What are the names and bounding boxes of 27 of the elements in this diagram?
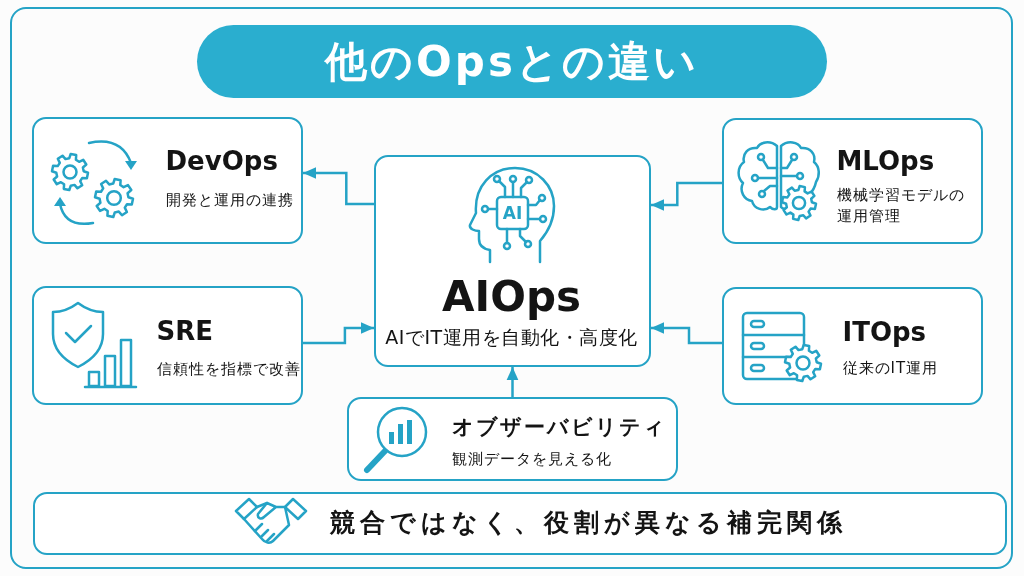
card-title: MLOps — [836, 145, 935, 178]
card-description: 機械学習モデルの運用管理 — [836, 184, 966, 227]
card-description: 従来のIT運用 — [842, 358, 939, 377]
arrow — [651, 181, 722, 211]
arrow — [506, 367, 519, 397]
card-title: ITOps — [842, 316, 927, 349]
card — [347, 397, 678, 481]
card-title: AIOps — [442, 271, 581, 322]
arrow — [303, 322, 374, 345]
card — [32, 117, 303, 244]
chip-label: AI — [502, 202, 523, 224]
banner — [33, 492, 1007, 555]
card — [722, 287, 983, 405]
card-title: DevOps — [165, 145, 278, 178]
card-title: SRE — [156, 315, 213, 348]
card — [374, 155, 651, 367]
card-description: 開発と運用の連携 — [165, 190, 294, 209]
card-description: 信頼性を指標で改善 — [156, 359, 301, 378]
card — [32, 286, 303, 405]
arrow — [303, 167, 374, 206]
card-description: AIでIT運用を自動化・高度化 — [385, 325, 638, 348]
arrow — [651, 322, 722, 345]
title-banner: 他のOpsとの違い — [197, 25, 827, 98]
card-title: オブザーバビリティ — [451, 414, 667, 441]
banner-text: 競合ではなく、役割が異なる補完関係 — [329, 507, 847, 538]
card-description: 観測データを見える化 — [451, 449, 612, 468]
card — [722, 118, 983, 244]
